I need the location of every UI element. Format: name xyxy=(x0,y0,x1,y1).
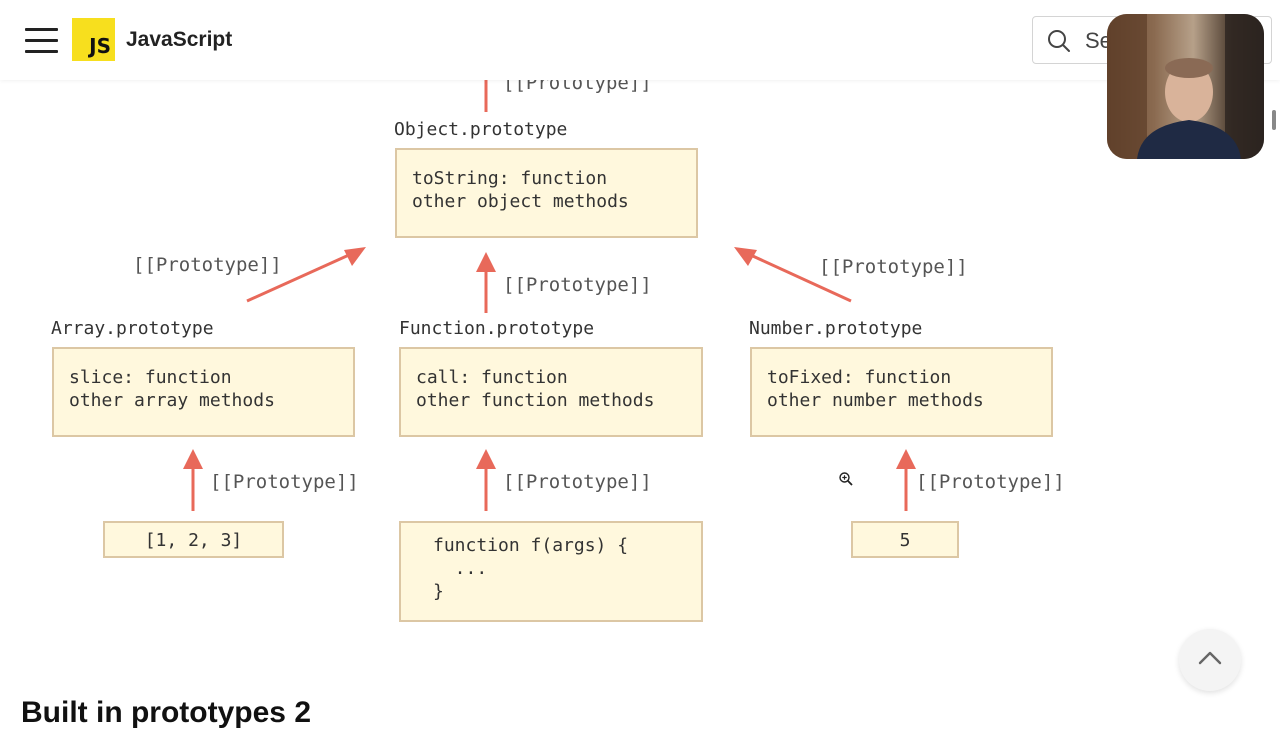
top-bar: JS JavaScript xyxy=(0,0,1280,80)
prototype-diagram: [[Prototype]] [[Prototype]] [[Prototype]… xyxy=(0,72,1280,650)
function-prototype-box: call: function other function methods xyxy=(399,347,703,437)
array-instance-box: [1, 2, 3] xyxy=(103,521,284,558)
array-prototype-label: Array.prototype xyxy=(51,318,214,339)
scrollbar-thumb[interactable] xyxy=(1272,110,1276,130)
chevron-up-icon xyxy=(1198,651,1222,665)
number-instance-box: 5 xyxy=(851,521,959,558)
proto-label-function-instance: [[Prototype]] xyxy=(503,471,652,493)
proto-label-number: [[Prototype]] xyxy=(819,256,968,278)
proto-label-array-instance: [[Prototype]] xyxy=(210,471,359,493)
number-prototype-box: toFixed: function other number methods xyxy=(750,347,1053,437)
proto-label-function: [[Prototype]] xyxy=(503,274,652,296)
proto-label-number-instance: [[Prototype]] xyxy=(916,471,1065,493)
object-prototype-label: Object.prototype xyxy=(394,119,568,140)
js-logo[interactable]: JS xyxy=(72,18,115,61)
proto-label-array: [[Prototype]] xyxy=(133,254,282,276)
site-title[interactable]: JavaScript xyxy=(126,28,233,51)
function-prototype-label: Function.prototype xyxy=(399,318,595,339)
webcam-overlay xyxy=(1107,14,1264,159)
presenter-video xyxy=(1107,14,1264,159)
back-to-top-button[interactable] xyxy=(1179,629,1241,691)
arrow-layer xyxy=(183,80,916,511)
object-prototype-box: toString: function other object methods xyxy=(395,148,698,238)
array-prototype-box: slice: function other array methods xyxy=(52,347,355,437)
search-icon xyxy=(1048,30,1070,52)
function-instance-box: function f(args) { ... } xyxy=(399,521,703,622)
zoom-in-icon xyxy=(839,472,853,486)
logo-text: JS xyxy=(89,34,111,58)
hamburger-icon[interactable] xyxy=(25,27,58,53)
arrow-array-to-object xyxy=(246,248,361,303)
section-heading: Built in prototypes 2 xyxy=(21,696,312,729)
arrow-number-to-object xyxy=(743,250,852,303)
number-prototype-label: Number.prototype xyxy=(749,318,923,339)
